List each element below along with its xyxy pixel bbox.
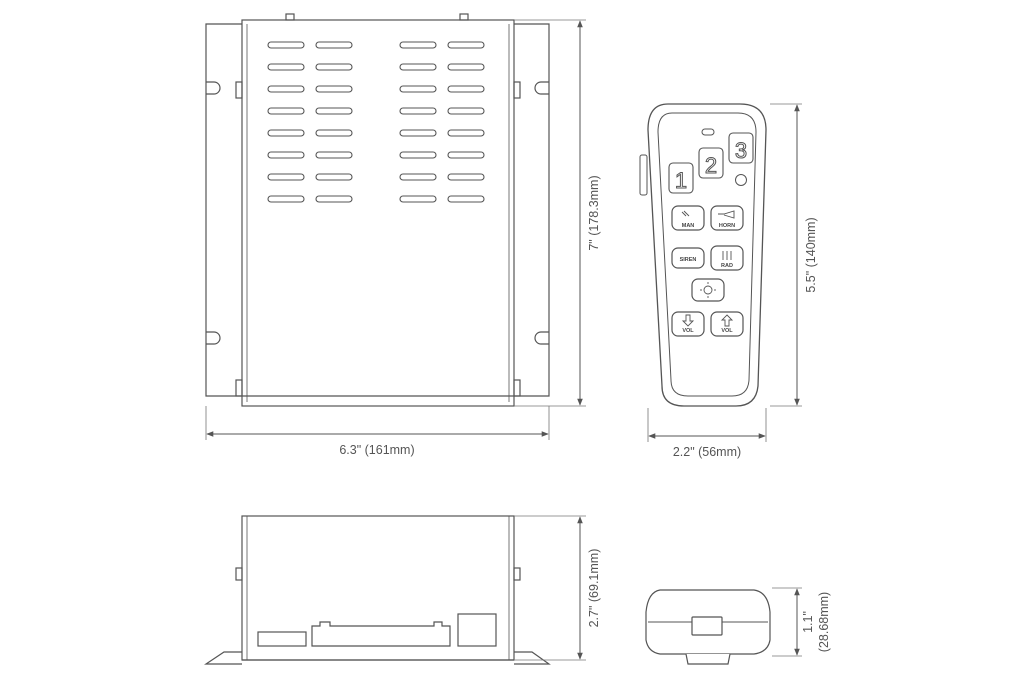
vent-slot	[399, 129, 437, 137]
vent-slots	[267, 41, 485, 203]
vent-slot	[399, 107, 437, 115]
vent-slot	[267, 85, 305, 93]
vent-slot	[267, 151, 305, 159]
light-button[interactable]	[691, 278, 725, 302]
svg-text:VOL: VOL	[721, 328, 733, 334]
remote-width-dimension: 2.2" (56mm)	[647, 408, 767, 459]
vent-slot	[447, 129, 485, 137]
vent-slot	[267, 63, 305, 71]
remote-depth-in-label: 1.1"	[801, 611, 815, 633]
hand-icon	[681, 210, 690, 217]
light-icon	[700, 282, 716, 298]
volume-up-button[interactable]: VOL	[710, 311, 744, 337]
vent-slot	[267, 173, 305, 181]
remote-side-view	[645, 589, 771, 665]
horn-icon	[718, 210, 735, 219]
vent-slot	[267, 195, 305, 203]
man-button[interactable]: MAN	[671, 205, 705, 231]
vent-slot	[399, 195, 437, 203]
unit-width-label: 6.3" (161mm)	[339, 443, 414, 457]
small-connector	[257, 631, 307, 647]
remote-height-label: 5.5" (140mm)	[804, 217, 818, 292]
remote-height-dimension: 5.5" (140mm)	[770, 103, 818, 407]
siren-button[interactable]: SIREN	[671, 247, 705, 269]
preset-1-button[interactable]: 1	[668, 162, 694, 194]
unit-depth-label: 2.7" (69.1mm)	[587, 549, 601, 628]
svg-text:SIREN: SIREN	[680, 257, 697, 263]
remote-front-view: 1 2 3 MAN HORN SIREN	[639, 103, 767, 407]
horn-button[interactable]: HORN	[710, 205, 744, 231]
svg-text:HORN: HORN	[719, 223, 735, 229]
vent-slot	[315, 107, 353, 115]
remote-depth-mm-label: (28.68mm)	[817, 592, 831, 652]
svg-text:RAD: RAD	[721, 263, 733, 269]
unit-front-view	[204, 515, 551, 665]
sensor-dot	[735, 174, 747, 186]
vent-slot	[399, 173, 437, 181]
vent-slot	[447, 41, 485, 49]
vent-slot	[315, 151, 353, 159]
svg-text:1: 1	[675, 168, 687, 193]
vent-slot	[399, 85, 437, 93]
vent-slot	[315, 63, 353, 71]
vent-slot	[447, 63, 485, 71]
volume-down-button[interactable]: VOL	[671, 311, 705, 337]
vent-slot	[399, 41, 437, 49]
svg-text:VOL: VOL	[682, 328, 694, 334]
vent-slot	[315, 173, 353, 181]
preset-3-button[interactable]: 3	[728, 132, 754, 164]
unit-width-dimension: 6.3" (161mm)	[205, 406, 550, 457]
remote-depth-dimension: 1.1" (28.68mm)	[772, 587, 831, 657]
svg-text:3: 3	[735, 138, 747, 163]
vent-slot	[267, 41, 305, 49]
led-indicator	[701, 128, 715, 136]
vent-slot	[315, 129, 353, 137]
vent-slot	[315, 85, 353, 93]
svg-text:2: 2	[705, 153, 717, 178]
unit-depth-dimension: 2.7" (69.1mm)	[514, 515, 601, 661]
svg-text:MAN: MAN	[682, 223, 695, 229]
power-connector	[457, 613, 497, 647]
unit-top-view	[205, 13, 550, 407]
vent-slot	[315, 41, 353, 49]
rad-button[interactable]: RAD	[710, 245, 744, 271]
vent-slot	[447, 195, 485, 203]
arrow-down-icon	[681, 314, 695, 327]
vent-slot	[447, 173, 485, 181]
vent-slot	[447, 107, 485, 115]
vent-slot	[315, 195, 353, 203]
terminal-block-connector	[311, 621, 451, 647]
vent-slot	[267, 129, 305, 137]
arrow-up-icon	[720, 314, 734, 327]
remote-width-label: 2.2" (56mm)	[673, 445, 741, 459]
preset-2-button[interactable]: 2	[698, 147, 724, 179]
vent-slot	[267, 107, 305, 115]
vent-slot	[447, 151, 485, 159]
unit-height-dimension: 7" (178.3mm)	[514, 19, 601, 407]
radio-icon	[722, 251, 732, 260]
vent-slot	[447, 85, 485, 93]
vent-slot	[399, 63, 437, 71]
unit-height-label: 7" (178.3mm)	[587, 175, 601, 250]
vent-slot	[399, 151, 437, 159]
